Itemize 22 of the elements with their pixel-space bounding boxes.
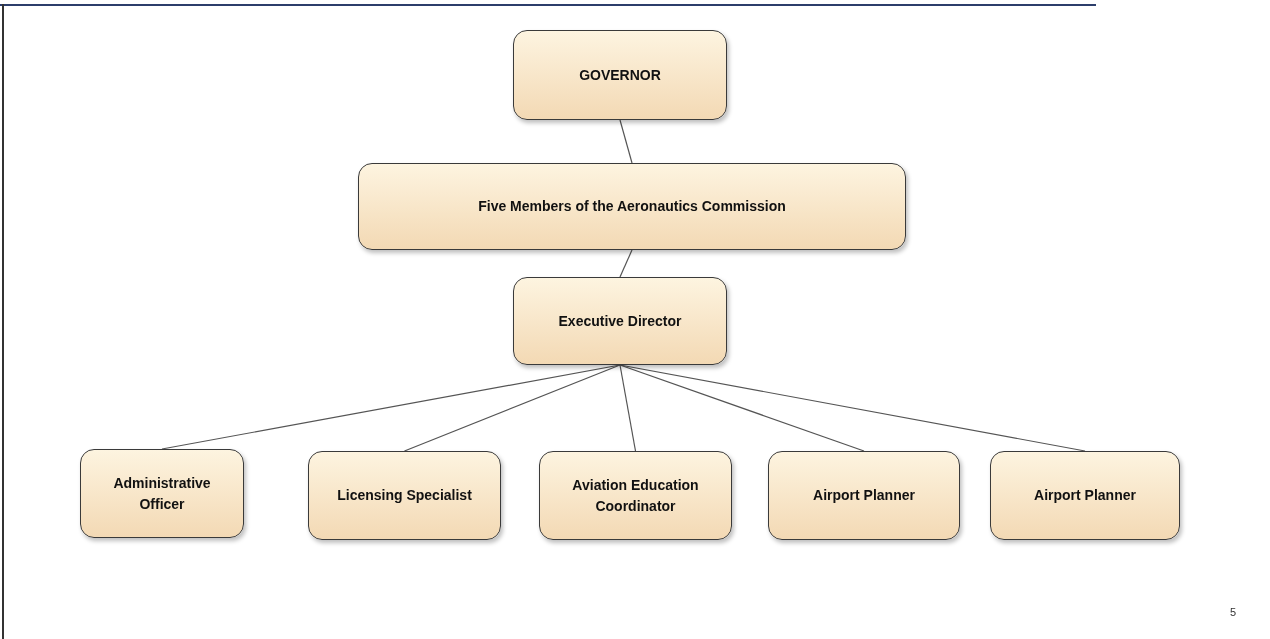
connector-line [403, 364, 621, 452]
connector-line [619, 119, 633, 164]
box-title: Executive Director [558, 311, 682, 331]
box-title: Aviation Education Coordinator [571, 476, 700, 516]
box-title: Administrative Officer [112, 474, 212, 514]
org-box [539, 451, 732, 540]
box-title: GOVERNOR [579, 65, 661, 85]
org-box [513, 277, 727, 365]
box-title: Five Members of the Aeronautics Commission [478, 197, 786, 217]
box-title: Airport Planner [813, 486, 915, 506]
connector-line [619, 249, 633, 278]
connector-line [619, 364, 637, 452]
connector-line [619, 364, 865, 452]
org-box [308, 451, 501, 540]
org-box [80, 449, 244, 538]
org-box [990, 451, 1180, 540]
box-title: Airport Planner [1034, 486, 1136, 506]
org-box [513, 30, 727, 120]
org-box [768, 451, 960, 540]
org-box [358, 163, 906, 250]
box-title: Licensing Specialist [337, 486, 472, 506]
page-number: 5 [1230, 605, 1237, 620]
